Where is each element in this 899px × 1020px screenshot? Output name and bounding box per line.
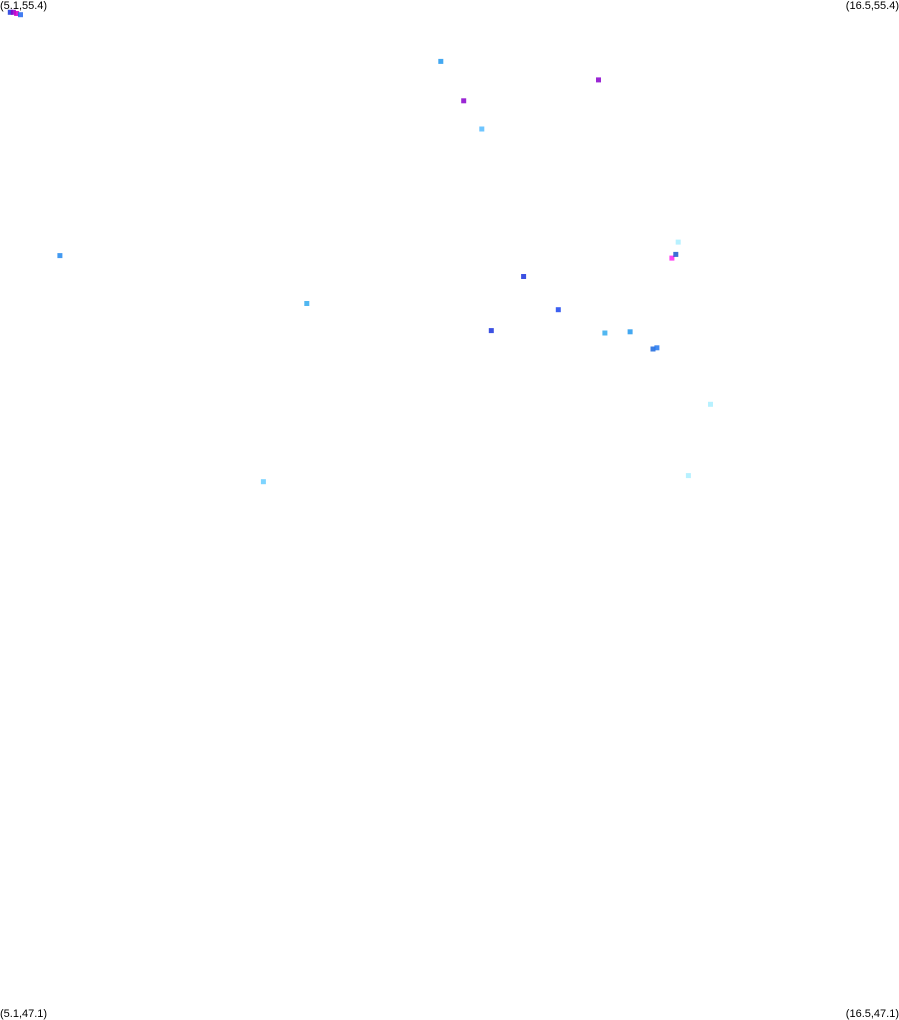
map-point-15 (627, 329, 633, 335)
map-point-18 (669, 255, 675, 261)
map-point-13 (596, 77, 601, 83)
map-point-3 (18, 12, 23, 18)
map-point-4 (57, 253, 63, 259)
corner-label-bottom-right: (16.5,47.1) (845, 1008, 899, 1020)
map-point-10 (488, 328, 494, 334)
corner-label-top-right: (16.5,55.4) (845, 0, 899, 12)
map-point-7 (438, 58, 444, 64)
map-point-1 (10, 9, 16, 15)
map-point-20 (675, 239, 681, 245)
map-point-0 (7, 9, 13, 15)
map-point-16 (650, 346, 656, 352)
corner-label-top-left: (5.1,55.4) (0, 0, 48, 12)
map-point-12 (555, 307, 561, 313)
points-layer (7, 9, 713, 485)
map-point-21 (685, 473, 691, 479)
map-point-5 (304, 301, 310, 306)
map-point-14 (602, 330, 608, 336)
map-point-6 (260, 479, 266, 485)
map-point-9 (479, 126, 485, 132)
map-point-11 (521, 274, 527, 279)
corner-label-bottom-left: (5.1,47.1) (0, 1008, 48, 1020)
map-point-19 (673, 251, 679, 257)
map-point-22 (708, 401, 713, 407)
map-point-17 (654, 345, 660, 351)
map-point-8 (461, 98, 467, 104)
map-point-2 (14, 11, 20, 16)
